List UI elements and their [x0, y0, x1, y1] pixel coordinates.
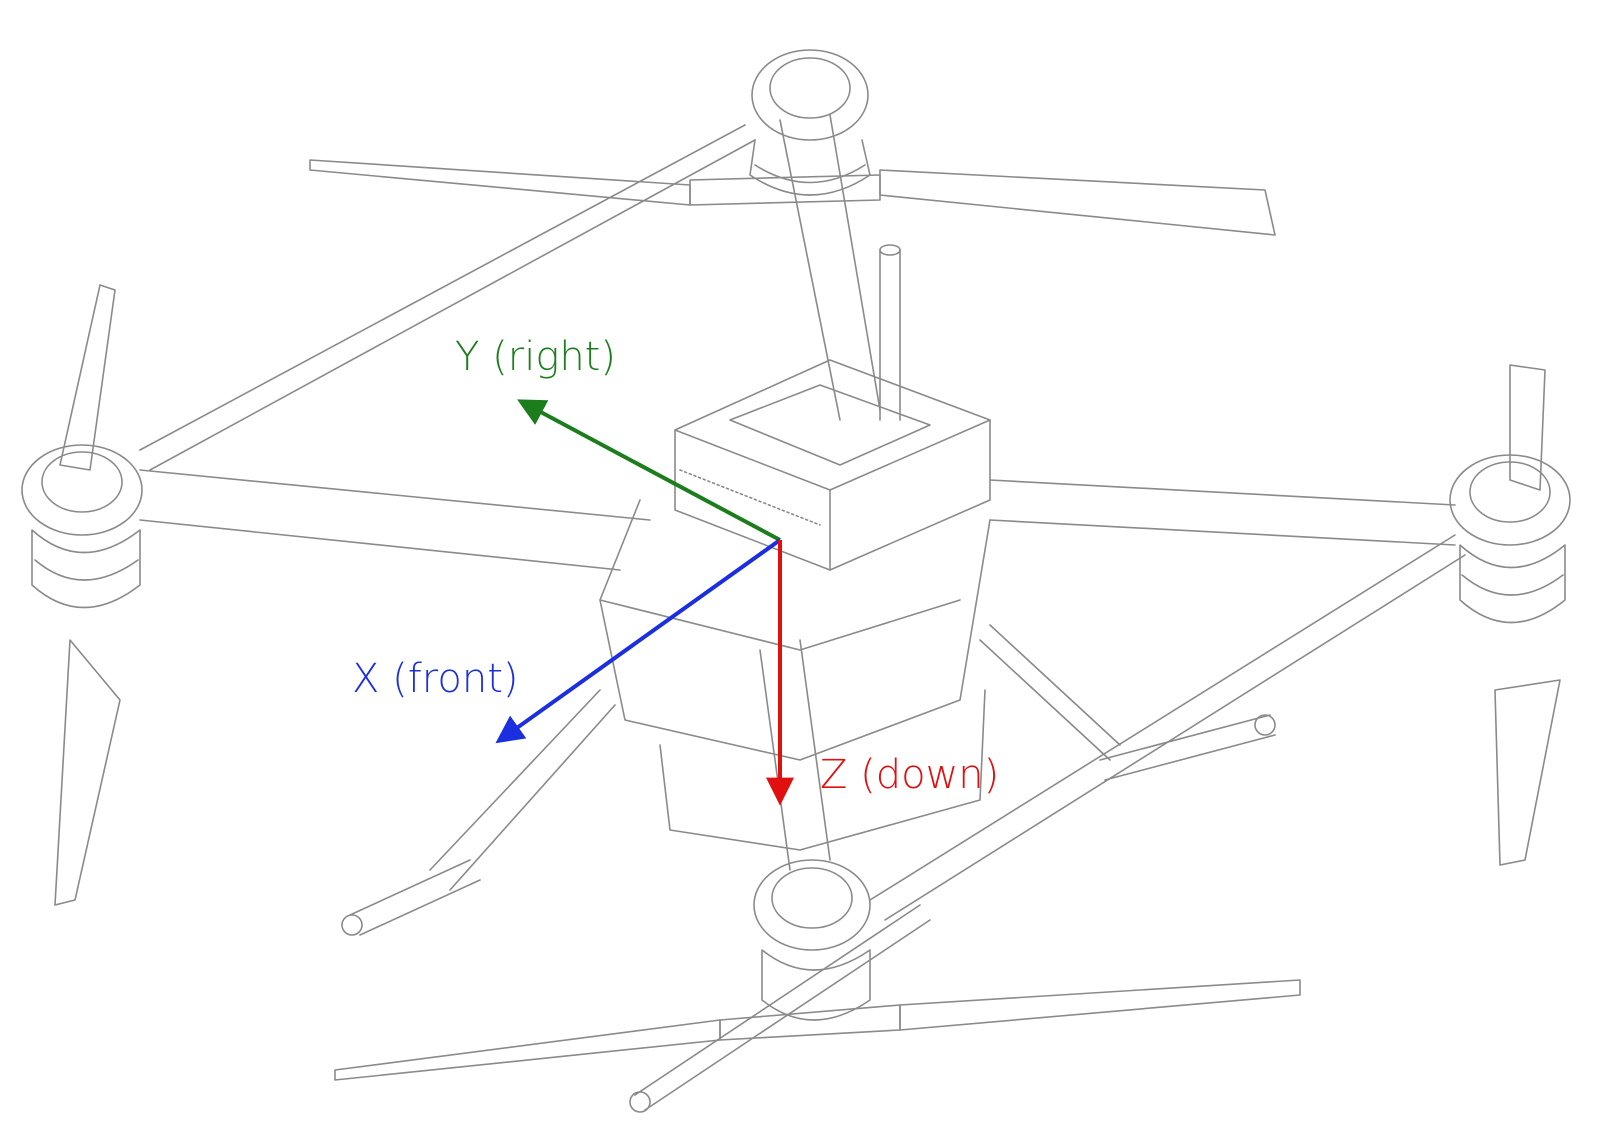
rod-bottom-left [629, 904, 931, 1113]
arm-top [749, 49, 881, 421]
rod-upper-left [139, 124, 756, 471]
motor-left [21, 444, 143, 609]
drone-body [599, 359, 991, 851]
propeller-top [309, 159, 1276, 236]
rod-right [869, 534, 1466, 921]
z-axis-label: Z (down) [820, 752, 999, 798]
arm-bottom [753, 639, 871, 1021]
propeller-left [54, 284, 121, 906]
arm-left [139, 469, 651, 571]
motor-right [1449, 454, 1571, 624]
y-axis-arrow [517, 399, 781, 542]
arm-right [989, 479, 1456, 546]
propeller-right [1494, 364, 1561, 866]
landing-gear [341, 244, 1276, 936]
y-axis-label: Y (right) [455, 334, 616, 380]
propeller-bottom [334, 979, 1301, 1081]
x-axis-arrow [495, 538, 782, 744]
x-axis-label: X (front) [352, 656, 518, 702]
